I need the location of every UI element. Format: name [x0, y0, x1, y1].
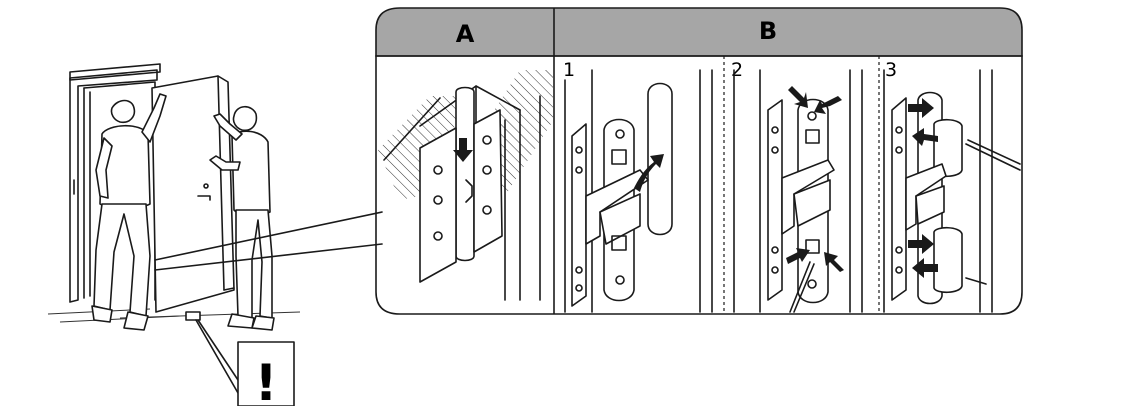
installer-left [91, 93, 167, 331]
door-leaf [151, 75, 235, 321]
door-installation-scene [47, 63, 301, 331]
warning-box: ! [237, 341, 295, 406]
arrow-right-low-icon [908, 234, 934, 254]
arrow-top-left-icon [788, 86, 808, 108]
down-arrow-icon [453, 138, 473, 162]
panel-a-label: A [456, 20, 475, 48]
screwdriver-icon [789, 261, 815, 313]
step-1-label: 1 [563, 59, 575, 81]
arrow-right-top-icon [908, 98, 934, 118]
panel-b1-hinge-open [564, 69, 713, 313]
panel-a-hinge-detail [378, 70, 553, 301]
arrow-bottom-left-icon [786, 248, 810, 264]
screwdriver-icon [965, 139, 1021, 171]
arrow-right-mid-icon [912, 128, 938, 146]
curved-arrow-icon [634, 154, 664, 192]
warning-pointer [195, 319, 239, 394]
arrow-bottom-right-icon [824, 252, 844, 272]
zoom-lines [154, 211, 383, 271]
door-frame [69, 63, 161, 303]
arrow-left-bottom-icon [912, 258, 938, 278]
detail-panel: A B 1 2 3 [375, 7, 1023, 315]
step-2-label: 2 [731, 59, 743, 81]
panel-b2-adjustment [733, 69, 863, 313]
arrow-top-right-icon [814, 96, 842, 114]
exclamation-icon: ! [255, 354, 278, 406]
installer-right [209, 105, 275, 331]
panel-b3-covers [883, 69, 1021, 313]
panel-b-label: B [759, 17, 777, 45]
step-3-label: 3 [885, 59, 897, 81]
